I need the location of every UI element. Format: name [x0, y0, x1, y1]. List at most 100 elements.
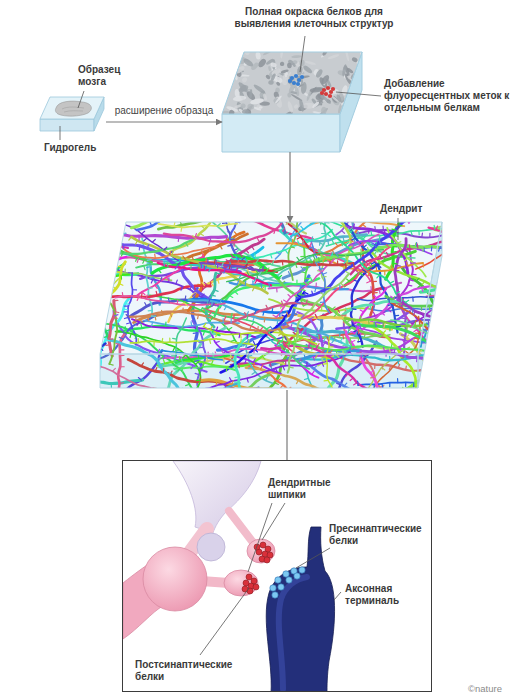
- neurite-spine: [307, 328, 357, 336]
- neurite-spine: [207, 273, 220, 317]
- tissue-grain: [293, 104, 299, 110]
- neurite: [0, 285, 82, 318]
- neurite-spine: [379, 404, 407, 420]
- neurite-spine: [306, 364, 372, 398]
- neurite-spine: [317, 344, 453, 378]
- neurite-spine: [110, 378, 141, 400]
- tissue-grain: [258, 106, 262, 109]
- neurite: [32, 297, 103, 301]
- dendrite-shaft: [173, 461, 261, 533]
- brain-slice-fold: [62, 107, 84, 112]
- neurite: [297, 216, 413, 297]
- neurite-spine: [415, 297, 445, 320]
- tissue-grain: [346, 67, 354, 74]
- neurite-spine: [184, 269, 248, 306]
- neurite: [443, 250, 527, 293]
- postsynaptic-protein: [260, 542, 266, 548]
- neurite-spine: [225, 352, 353, 388]
- neurite-spine: [132, 328, 190, 385]
- neurite-spine: [84, 230, 144, 263]
- tissue-grain: [351, 56, 358, 63]
- neurite-spine: [115, 344, 124, 389]
- shape-drawing: [38, 95, 106, 133]
- neurite-spine: [204, 246, 254, 285]
- zoom-connector: [286, 390, 287, 460]
- neurite-spine: [157, 358, 185, 424]
- text-slot: расширение образца: [113, 105, 215, 117]
- tissue-grain: [327, 53, 340, 60]
- neurite-spine: [212, 299, 335, 342]
- neurite-spine: [152, 319, 232, 326]
- neurite-spine: [462, 269, 529, 323]
- tissue-grain: [223, 59, 234, 70]
- tissue-grain: [312, 101, 320, 109]
- neurite-spine: [450, 227, 503, 245]
- neurite-spine: [384, 324, 385, 328]
- neurite-spine: [141, 363, 244, 395]
- red-label-dot: [328, 94, 332, 98]
- neurite-spine: [0, 285, 58, 307]
- spine-head: [197, 533, 225, 561]
- neurite-spine: [245, 300, 307, 316]
- neurite: [56, 226, 87, 276]
- tissue-grain: [275, 81, 280, 86]
- presynaptic-protein: [270, 585, 276, 591]
- neurite-spine: [204, 323, 297, 338]
- neurite-spine: [282, 261, 354, 268]
- neurite-spine: [336, 188, 356, 215]
- neurite: [50, 395, 130, 415]
- postsynaptic-protein: [254, 544, 260, 550]
- neurite-spine: [266, 268, 365, 337]
- neurite-spine: [455, 270, 469, 282]
- tissue-grain: [321, 106, 328, 114]
- callout-label: Гидрогель: [44, 142, 114, 154]
- neurite: [137, 169, 239, 229]
- neurite-spine: [216, 381, 271, 393]
- neurite: [331, 179, 354, 226]
- neurite-spine: [101, 261, 214, 307]
- neurite-spine: [358, 379, 414, 389]
- blue-label-dot: [294, 74, 298, 78]
- neurite: [161, 350, 223, 360]
- neurite-spine: [392, 297, 529, 311]
- neurite-spine: [79, 233, 104, 242]
- neurite-spine: [174, 196, 284, 233]
- leader-line: [262, 503, 285, 540]
- neurite-spine: [193, 333, 198, 362]
- tissue-grain: [271, 67, 282, 76]
- neurite-spine: [119, 395, 207, 404]
- text-slot: Полная окраска белков для выявления клет…: [228, 6, 400, 30]
- tissue-grain: [229, 49, 239, 57]
- neurite: [0, 294, 82, 335]
- neurite-spine: [15, 252, 17, 256]
- neurite-spine: [334, 354, 406, 364]
- neurite-spine: [222, 263, 262, 275]
- text-slot: Дендрит: [380, 203, 440, 215]
- postsynaptic-protein: [242, 586, 248, 592]
- neurite: [302, 360, 379, 398]
- postsynaptic-protein: [264, 557, 270, 563]
- volume-outline: [100, 222, 442, 388]
- postsynaptic-protein: [246, 574, 252, 580]
- neurite-spine: [231, 357, 309, 416]
- neurite-spine: [374, 306, 414, 313]
- spine-neck: [229, 511, 255, 545]
- tissue-grain: [265, 74, 271, 80]
- tissue-grain: [249, 89, 253, 99]
- callout-label: Пресинаптические белки: [329, 523, 429, 547]
- synapse-zoom-panel: Дендритные шипикиПресинаптические белкиА…: [122, 460, 432, 692]
- presynaptic-protein: [299, 567, 305, 573]
- neurite-spine: [81, 397, 126, 414]
- shape-drawing: [222, 52, 362, 152]
- neurite: [158, 224, 237, 228]
- tissue-grain: [228, 109, 235, 117]
- neurite-spine: [281, 305, 338, 315]
- neurite-spine: [451, 178, 485, 230]
- spine-head: [143, 547, 207, 611]
- neurite-spine: [255, 234, 331, 258]
- neurite-spine: [430, 310, 496, 343]
- neurite-spine: [92, 266, 123, 314]
- callout-label: Добавление флуоресцентных меток к отдель…: [384, 78, 522, 114]
- neurite-spine: [446, 225, 492, 253]
- neurite-spine: [312, 231, 359, 245]
